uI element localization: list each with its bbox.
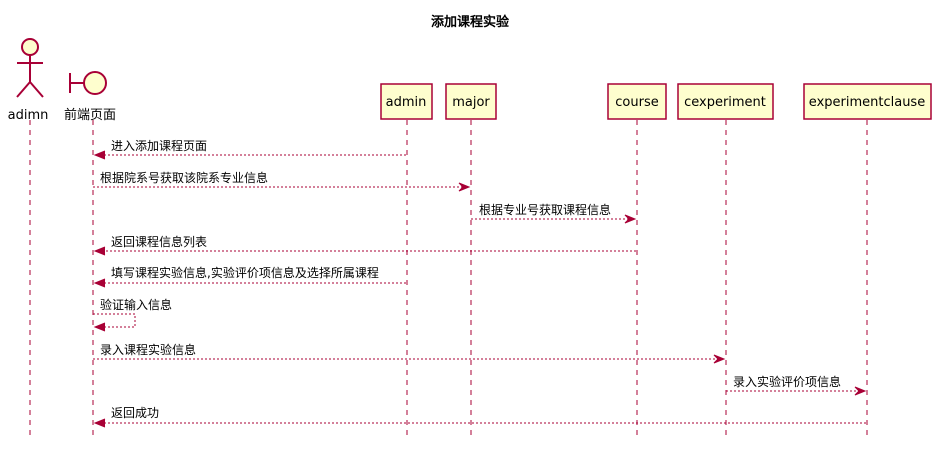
message-5: 填写课程实验信息,实验评价项信息及选择所属课程 <box>93 265 406 288</box>
message-9: 返回成功 <box>93 406 866 428</box>
arrow-head-right-icon <box>854 386 867 396</box>
boundary-icon <box>69 71 107 95</box>
arrow-head-left-icon <box>93 246 106 256</box>
message-label: 填写课程实验信息,实验评价项信息及选择所属课程 <box>111 265 379 280</box>
message-7: 录入课程实验信息 <box>93 342 726 364</box>
arrow-head-left-icon <box>93 150 106 160</box>
arrow-head-right-icon <box>458 182 471 192</box>
participant-label-adimn: adimn <box>8 108 49 123</box>
arrow-head-left-icon <box>93 418 106 428</box>
message-label: 返回课程信息列表 <box>111 234 207 249</box>
participant-label-course: course <box>615 95 658 110</box>
participant-major: major <box>445 83 497 120</box>
participant-box-course <box>607 83 667 120</box>
participant-label-admin: admin <box>386 95 427 110</box>
message-label: 录入课程实验信息 <box>100 342 196 357</box>
participant-label-experimentclause: experimentclause <box>809 95 925 110</box>
message-8: 录入实验评价项信息 <box>726 374 867 396</box>
participant-cexperiment: cexperiment <box>677 83 774 120</box>
actor-stick-figure-icon <box>16 38 44 98</box>
message-4: 返回课程信息列表 <box>93 234 636 256</box>
message-line <box>93 313 136 328</box>
message-1: 进入添加课程页面 <box>93 138 406 160</box>
arrow-head-right-icon <box>624 214 637 224</box>
message-label: 验证输入信息 <box>100 297 172 312</box>
participant-box-experimentclause <box>803 83 932 120</box>
diagram-title: 添加课程实验 <box>431 14 510 30</box>
message-label: 根据院系号获取该院系专业信息 <box>100 170 268 185</box>
messages: 进入添加课程页面 根据院系号获取该院系专业信息 根据专业号获取课程信息 返回课程… <box>93 138 867 428</box>
message-label: 进入添加课程页面 <box>111 138 207 153</box>
participant-box-major <box>445 83 497 120</box>
message-label: 返回成功 <box>111 406 159 420</box>
message-label: 根据专业号获取课程信息 <box>479 202 611 217</box>
message-label: 录入实验评价项信息 <box>733 374 841 389</box>
message-2: 根据院系号获取该院系专业信息 <box>93 170 471 192</box>
lifelines <box>29 120 868 438</box>
participant-experimentclause: experimentclause <box>803 83 932 120</box>
participant-frontend: 前端页面 <box>64 71 116 123</box>
participant-label-cexperiment: cexperiment <box>684 95 766 110</box>
message-6-self: 验证输入信息 <box>93 297 172 332</box>
participant-label-major: major <box>452 95 490 110</box>
participant-adimn: adimn <box>8 38 49 123</box>
participant-box-admin <box>380 83 433 120</box>
message-3: 根据专业号获取课程信息 <box>471 202 637 224</box>
participant-course: course <box>607 83 667 120</box>
participant-admin: admin <box>380 83 433 120</box>
arrow-head-right-icon <box>713 354 726 364</box>
participant-label-frontend: 前端页面 <box>64 107 116 123</box>
participant-box-cexperiment <box>677 83 774 120</box>
arrow-head-left-icon <box>93 278 106 288</box>
arrow-head-left-icon <box>93 322 106 332</box>
